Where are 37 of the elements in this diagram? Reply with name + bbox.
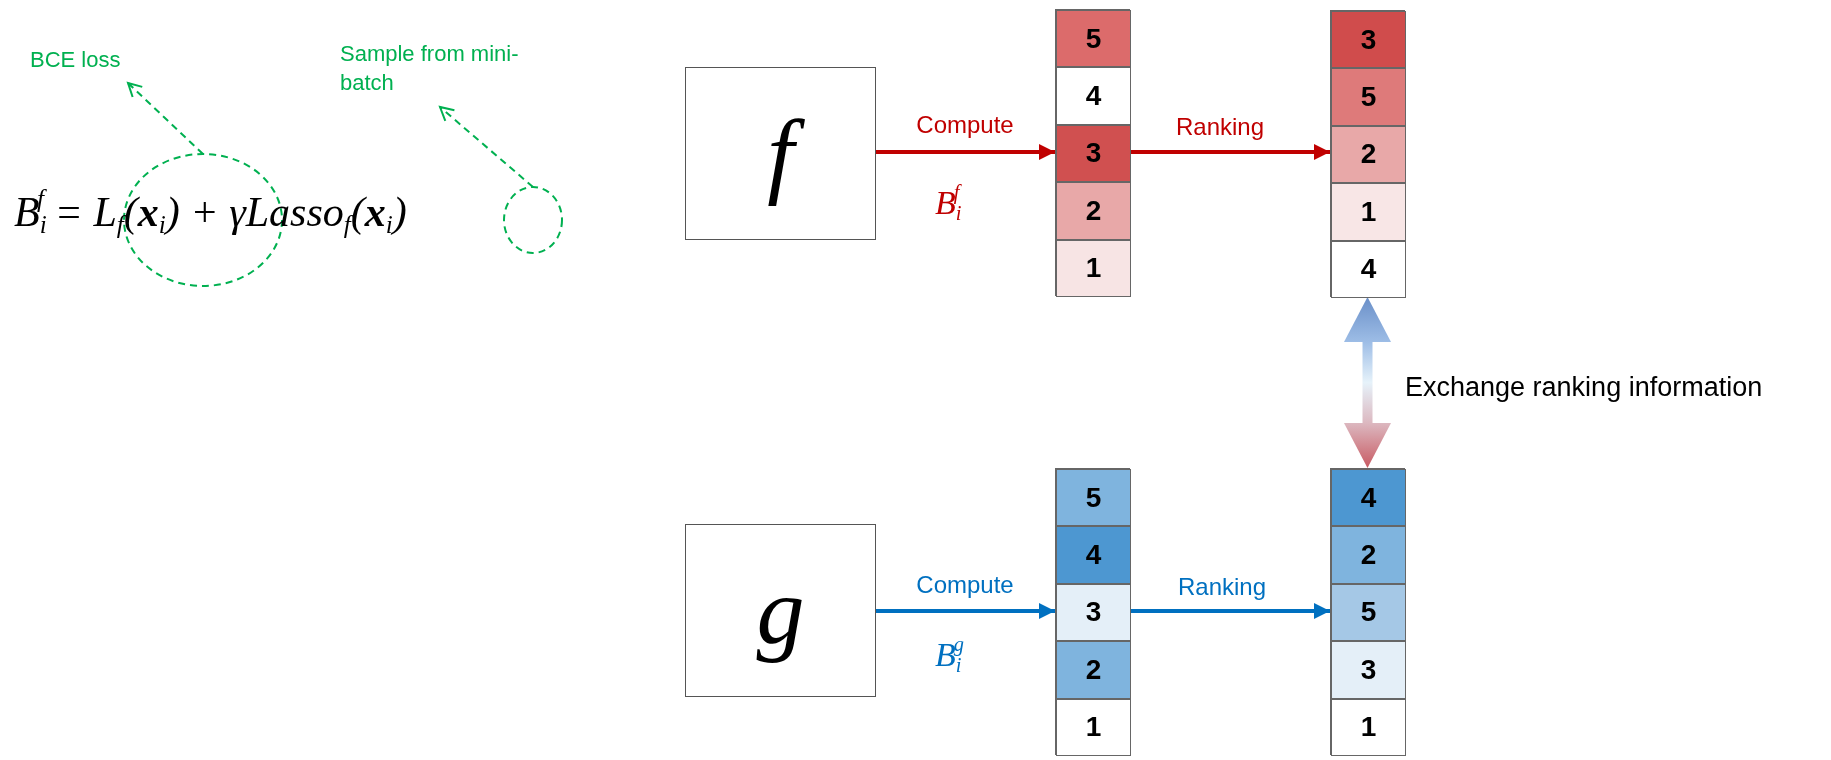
annotation-text: Sample from mini-batch bbox=[340, 40, 520, 97]
score-cell: 4 bbox=[1056, 67, 1131, 125]
arrow bbox=[1130, 603, 1330, 619]
score-cell: 1 bbox=[1056, 698, 1131, 756]
ranking-column bbox=[1055, 468, 1130, 755]
leader-line bbox=[127, 82, 204, 155]
score-cell: 1 bbox=[1056, 239, 1131, 297]
ranking-column bbox=[1055, 9, 1130, 296]
arrow bbox=[1130, 144, 1330, 160]
score-cell: 3 bbox=[1331, 11, 1406, 69]
score-cell: 3 bbox=[1056, 124, 1131, 183]
double-arrow bbox=[1344, 297, 1391, 468]
score-cell: 3 bbox=[1056, 583, 1131, 642]
ranking-column bbox=[1330, 10, 1405, 297]
leader-line bbox=[439, 106, 534, 188]
score-cell: 5 bbox=[1331, 583, 1406, 642]
score-cell: 2 bbox=[1056, 641, 1131, 699]
score-cell: 2 bbox=[1056, 182, 1131, 240]
function-box: f bbox=[685, 67, 876, 240]
dashed-ellipse bbox=[504, 187, 562, 253]
function-box: g bbox=[685, 524, 876, 697]
arrow bbox=[876, 144, 1055, 160]
arrow bbox=[876, 603, 1055, 619]
score-cell: 4 bbox=[1331, 469, 1406, 527]
score-cell: 4 bbox=[1056, 526, 1131, 584]
score-cell: 1 bbox=[1331, 183, 1406, 241]
score-cell: 1 bbox=[1331, 698, 1406, 756]
score-cell: 5 bbox=[1056, 10, 1131, 68]
score-cell: 4 bbox=[1331, 240, 1406, 298]
score-cell: 2 bbox=[1331, 125, 1406, 184]
score-cell: 3 bbox=[1331, 641, 1406, 699]
formula: B$_{i}$$^{f}$ = L$_{f}$(x$_{i}$) + γLasso$_{f}$(x$_{i}$) bbox=[14, 184, 407, 241]
score-cell: 5 bbox=[1331, 68, 1406, 126]
score-cell: 5 bbox=[1056, 469, 1131, 527]
score-cell: 2 bbox=[1331, 526, 1406, 584]
annotation-text: BCE loss bbox=[30, 46, 122, 74]
ranking-column bbox=[1330, 468, 1405, 755]
